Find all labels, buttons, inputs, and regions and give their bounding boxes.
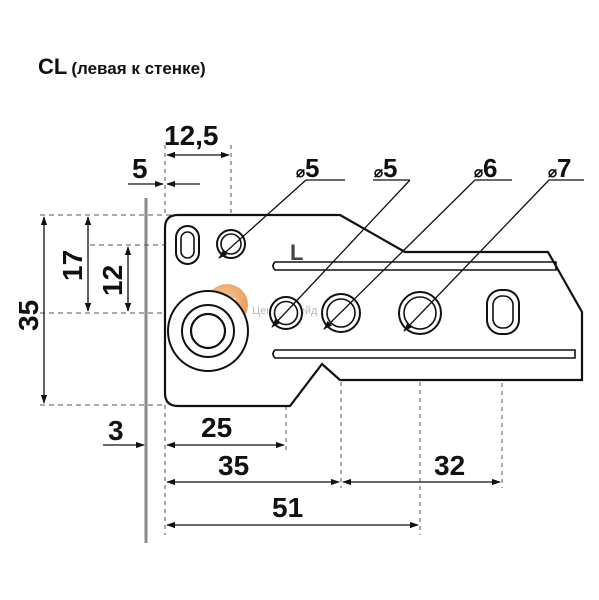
hole-4-label: ⌀7	[548, 153, 572, 183]
diameter-leaders	[218, 179, 584, 332]
drawing-title: CL(левая к стенке)	[38, 54, 206, 80]
top-dimension-lines	[128, 151, 230, 188]
right-oval-slot	[486, 289, 520, 335]
hinge-pivot	[167, 290, 249, 372]
hole-phi7-inner	[403, 296, 437, 330]
dim-top-5: 5	[132, 153, 148, 184]
hole-3-label: ⌀6	[474, 153, 498, 183]
bottom-dimension-lines	[103, 441, 501, 529]
dim-bottom-32: 32	[434, 450, 465, 481]
hole-phi5-upper-inner	[220, 233, 242, 255]
left-dimension-lines	[40, 216, 132, 404]
dim-left-12: 12	[97, 265, 128, 296]
dim-left-17: 17	[57, 250, 88, 281]
hole-phi5-row-inner	[273, 300, 299, 326]
dim-bottom-25: 25	[201, 412, 232, 443]
dim-top-12-5: 12,5	[164, 120, 219, 151]
title-subtitle: (левая к стенке)	[71, 59, 206, 78]
dim-wall-gap-3: 3	[108, 415, 124, 446]
dim-bottom-35: 35	[218, 450, 249, 481]
right-oval-slot-inner	[492, 295, 514, 329]
hole-1-label: ⌀5	[296, 153, 320, 183]
title-code: CL	[38, 54, 68, 79]
diameter-labels: ⌀5 ⌀5 ⌀6 ⌀7	[296, 153, 572, 183]
hole-phi6-inner	[326, 298, 356, 328]
dim-left-35: 35	[13, 300, 44, 331]
bracket-rails	[272, 261, 576, 359]
dim-bottom-51: 51	[272, 492, 303, 523]
hole-2-label: ⌀5	[374, 153, 398, 183]
upper-oval-slot-inner	[180, 231, 195, 259]
part-marker-letter: L	[290, 240, 303, 265]
